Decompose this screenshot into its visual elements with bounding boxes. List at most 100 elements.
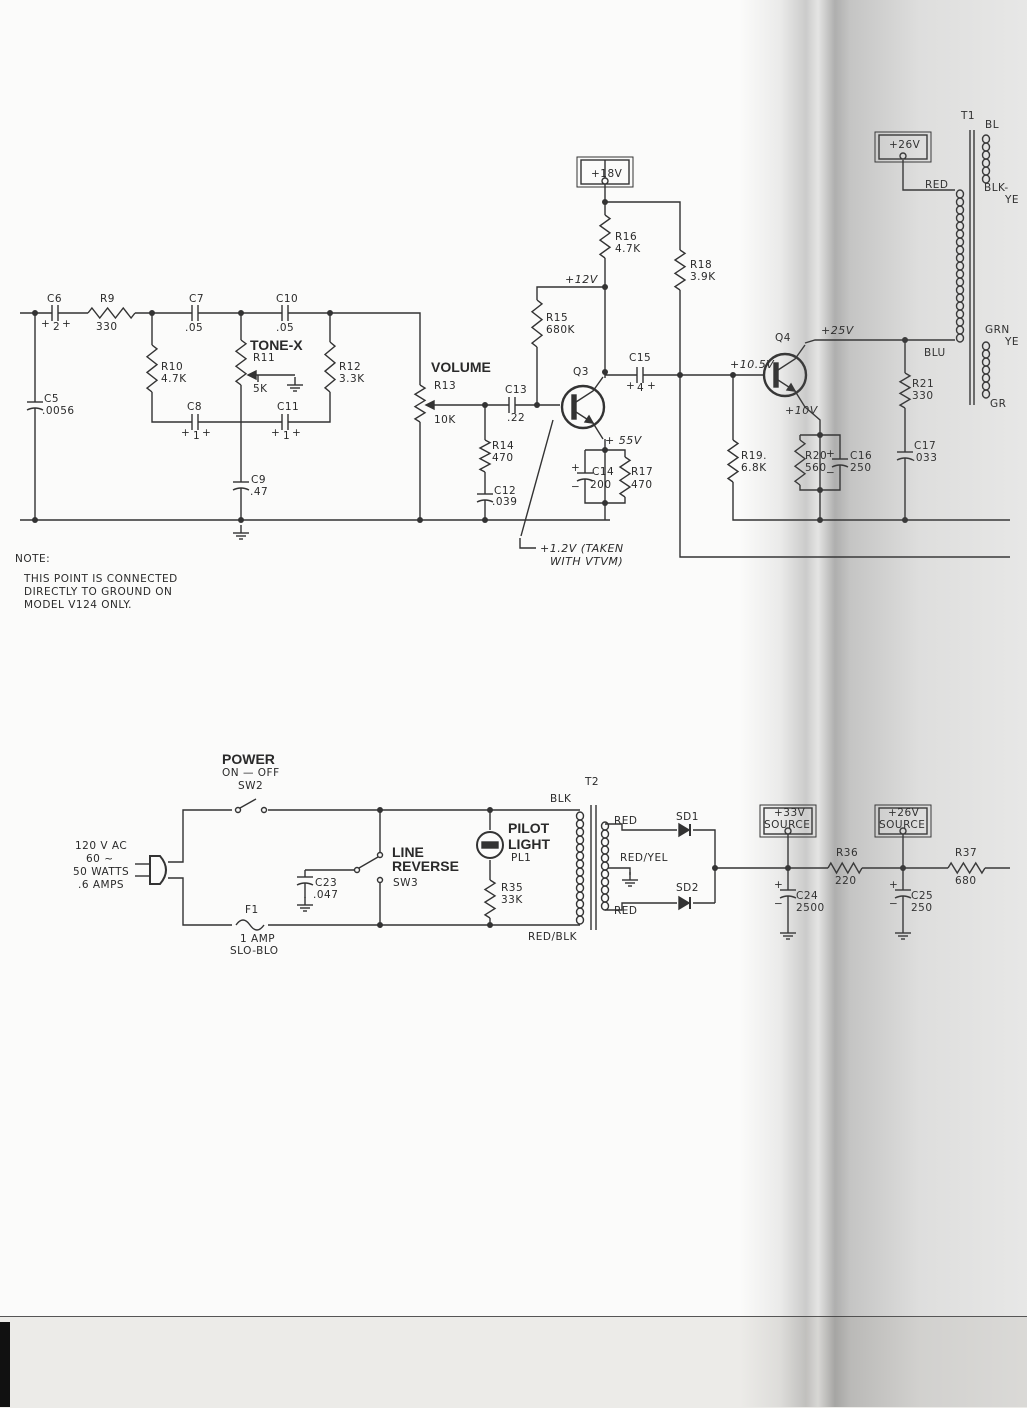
coil-turn [575,915,585,925]
coil-turn [981,341,991,351]
wire [239,798,257,809]
plus-sign: + [774,879,783,891]
note-line-1: THIS POINT IS CONNECTED [23,573,178,585]
capacitor-icon [779,895,797,899]
switch-contact [234,806,242,814]
junction-dot [730,372,736,378]
c23-ref: C23 [315,877,337,889]
coil-turn [955,285,965,295]
t2-redyel-label: RED/YEL [620,852,668,864]
f1-type: SLO-BLO [230,945,279,957]
c5-value: .0056 [42,405,75,417]
minus-sign: − [774,898,783,910]
r13-ref: R13 [434,380,456,392]
r9-value: 330 [96,321,118,333]
coil-turn [600,901,610,911]
r20-ref: R20 [805,450,827,462]
plus-sign: + [62,318,71,330]
sd2-label: SD2 [676,882,699,894]
coil-turn [575,811,585,821]
coil-turn [955,213,965,223]
junction-dot [602,369,608,375]
r18-ref: R18 [690,259,712,271]
line-reverse-title-1: LINE [392,844,424,860]
r37-ref: R37 [955,847,977,859]
coil-turn [955,301,965,311]
plus-sign: + [571,462,580,474]
r20-value: 560 [805,462,827,474]
coil-turn [575,835,585,845]
junction-dot [417,517,423,523]
wire [605,902,715,911]
wire-gap [894,890,912,896]
diode-icon [678,822,691,838]
pilot-title-1: PILOT [508,820,550,836]
c14-ref: C14 [592,466,614,478]
capacitor-icon [296,882,314,886]
coil-turn [575,851,585,861]
junction-dot [487,922,493,928]
coil-turn [955,325,965,335]
wire-gap [232,804,268,816]
t1-blu-tap-label: BLU [924,347,946,359]
wire-gap [637,366,643,384]
wire [20,312,421,520]
junction-dot [902,337,908,343]
input-line-3: 50 WATTS [73,866,129,878]
coil-turn [955,229,965,239]
junction-dot [817,517,823,523]
capacitor-icon [26,407,44,411]
capacitor-icon [476,499,494,503]
wire [902,160,955,191]
vtvm-note-1: +1.2V (TAKEN [540,542,624,555]
r19-ref: R19. [741,450,767,462]
r14-value: 470 [492,452,514,464]
junction-dot [32,310,38,316]
c6-ref: C6 [47,293,62,305]
coil-turn [981,142,991,152]
c5-ref: C5 [44,393,59,405]
c13-ref: C13 [505,384,527,396]
wire [605,201,1010,558]
t1-grn-label: GRN [985,324,1010,336]
minus-sign: − [826,467,835,479]
note-line-3: MODEL V124 ONLY. [24,599,132,611]
coil-turn [981,150,991,160]
c11-ref: C11 [277,401,299,413]
c8-ref: C8 [187,401,202,413]
r15-ref: R15 [546,312,568,324]
coil-turn [955,197,965,207]
r14-ref: R14 [492,440,514,452]
r35-value: 33K [501,894,523,906]
c8-value: 1 [193,430,200,442]
plus-sign: + [41,318,50,330]
coil-turn [955,277,965,287]
c12-value: .039 [492,496,517,508]
r17-ref: R17 [631,466,653,478]
r12-value: 3.3K [339,373,365,385]
c16-ref: C16 [850,450,872,462]
switch-contact [353,866,361,874]
vtvm-note-2: WITH VTVM) [550,555,623,568]
r17-value: 470 [631,479,653,491]
r12-ref: R12 [339,361,361,373]
wire [234,339,248,386]
wire [520,419,554,537]
coil-turn [981,365,991,375]
r15-value: 680K [546,324,576,336]
junction-dot [900,865,906,871]
coil-turn [575,867,585,877]
junction-dot [149,310,155,316]
scanner-edge [0,1322,10,1407]
r16-value: 4.7K [615,243,641,255]
input-line-1: 120 V AC [75,840,127,852]
coil-turn [575,843,585,853]
diode-icon [678,895,691,911]
coil-turn [600,893,610,903]
r19-value: 6.8K [741,462,767,474]
wire [898,372,912,409]
plus-sign: + [202,427,211,439]
coil-turn [981,381,991,391]
r36-value: 220 [835,875,857,887]
src26-line-1: +26V [888,807,920,819]
